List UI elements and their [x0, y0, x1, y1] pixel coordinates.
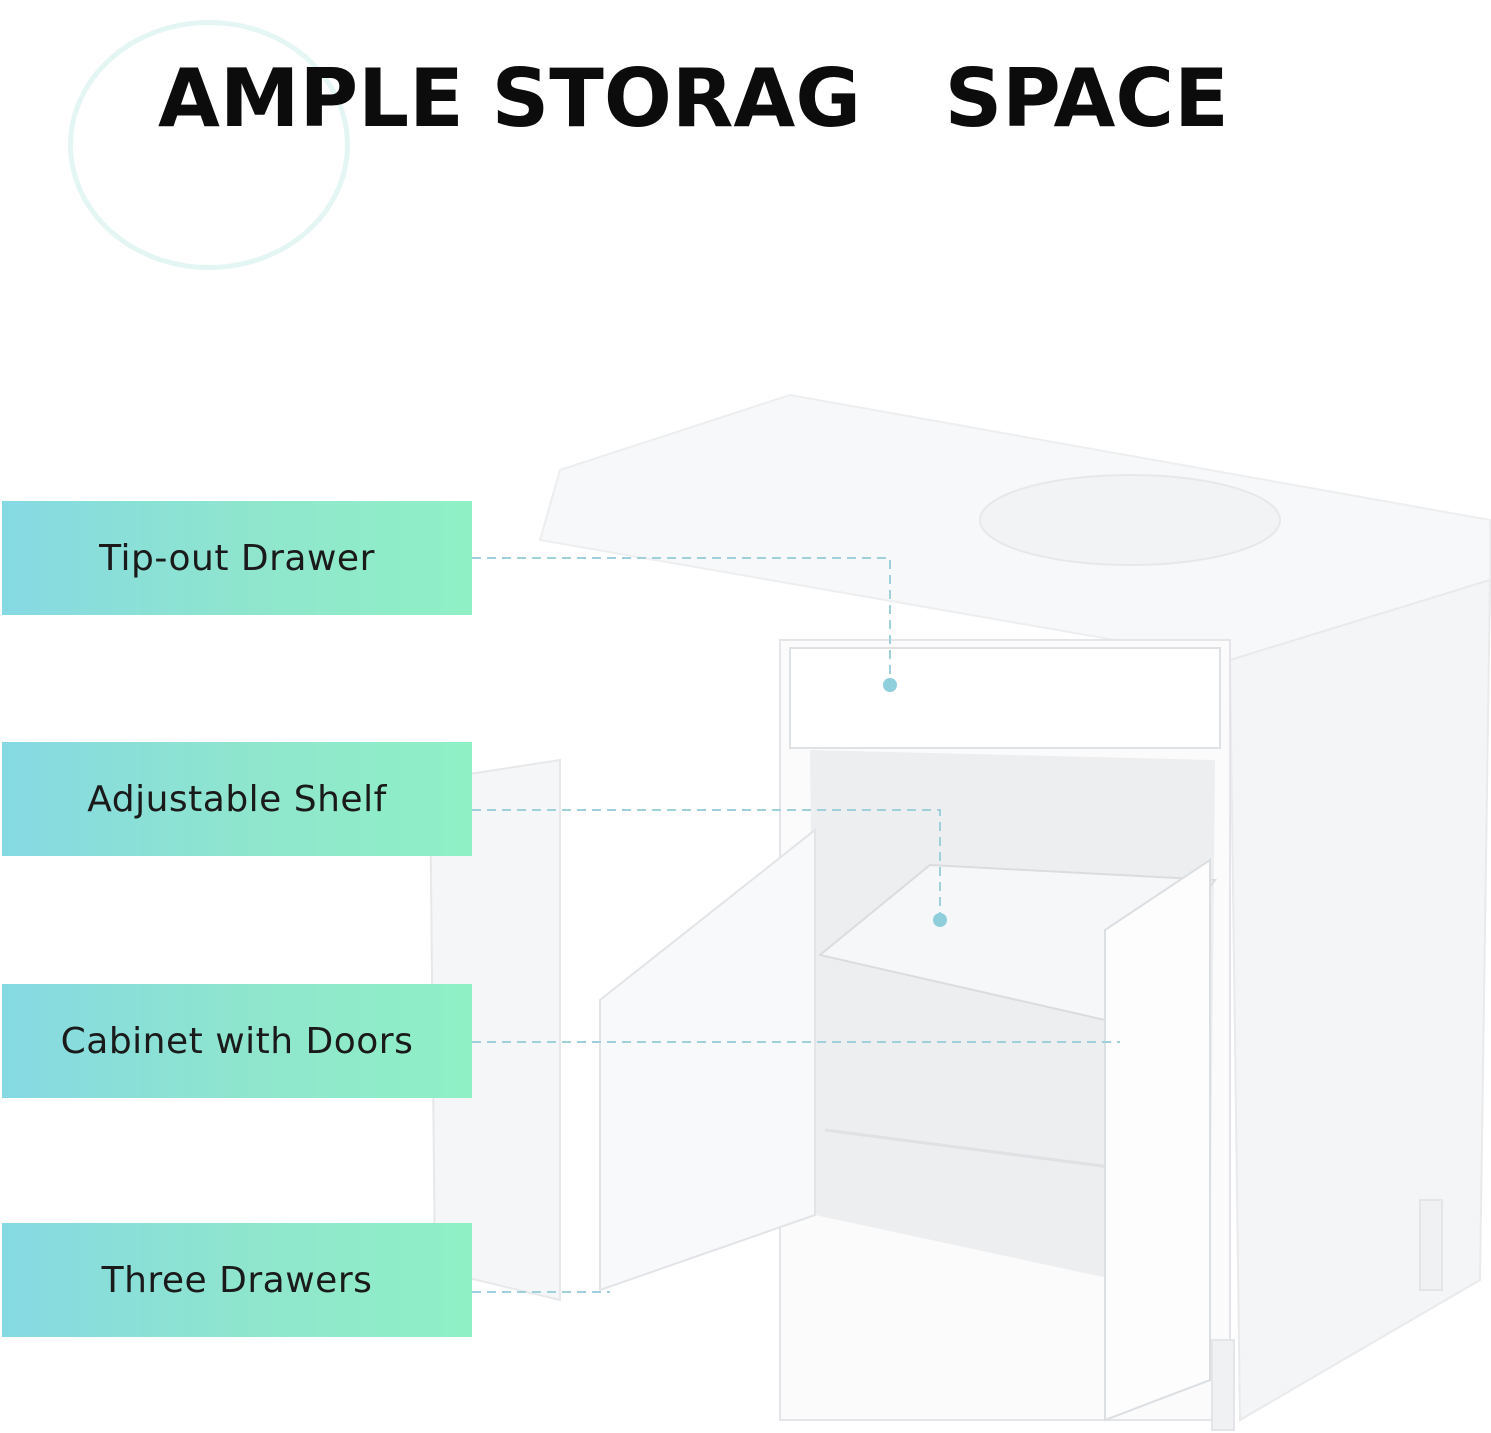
feature-label-three-drawers: Three Drawers: [2, 1223, 472, 1337]
feature-label-tip-out-drawer: Tip-out Drawer: [2, 501, 472, 615]
feature-label-cabinet-with-doors: Cabinet with Doors: [2, 984, 472, 1098]
headline: AMPLE STORAG SPACE: [158, 52, 1229, 145]
feature-label-adjustable-shelf: Adjustable Shelf: [2, 742, 472, 856]
vanity-cabinet-image: [428, 393, 1491, 1431]
decorative-circle: [68, 20, 350, 270]
